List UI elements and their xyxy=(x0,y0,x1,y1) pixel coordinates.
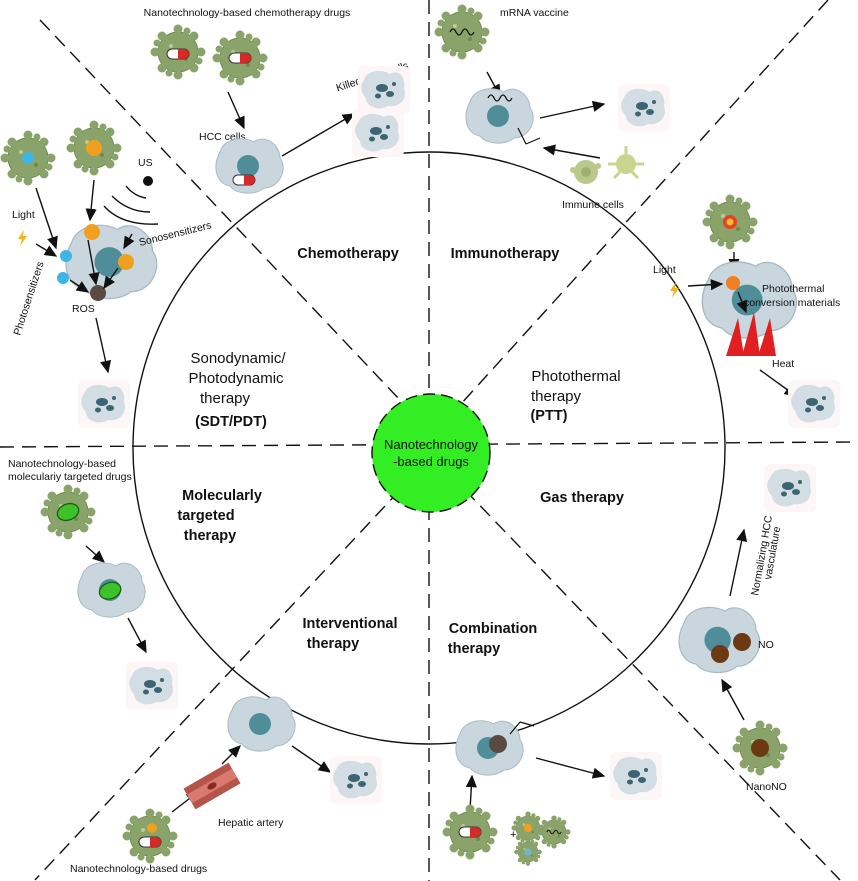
chemotherapy-illustration: Nanotechnology-based chemotherapy drugs … xyxy=(144,7,410,194)
killed-cell xyxy=(618,84,670,132)
hcc-cell xyxy=(215,138,284,194)
center-label-line1: Nanotechnology xyxy=(384,437,478,452)
therapy-wheel-circle xyxy=(132,151,726,745)
label-molecular-line1: Molecularly xyxy=(182,488,262,504)
label-mrna-vaccine: mRNA vaccine xyxy=(500,7,569,19)
label-combination-line1: Combination xyxy=(449,621,538,637)
mrna-nanoparticle xyxy=(434,4,490,60)
killed-cell xyxy=(352,109,404,157)
hcc-cell xyxy=(227,696,296,752)
label-interventional-line2: therapy xyxy=(307,636,359,652)
photothermal-particle xyxy=(726,276,740,290)
label-molecular-line3: therapy xyxy=(184,528,236,544)
small-nanoparticle xyxy=(514,838,542,866)
combination-illustration: + xyxy=(442,720,662,866)
label-immune-cells: Immune cells xyxy=(562,199,624,211)
label-light-left: Light xyxy=(12,209,35,221)
no-particle xyxy=(733,633,751,651)
photosensitizer-particle xyxy=(60,250,72,262)
label-light-right: Light xyxy=(653,264,676,276)
label-interventional-line1: Interventional xyxy=(302,616,397,632)
label-sdt-line4: (SDT/PDT) xyxy=(195,414,267,430)
nanoparticle-photothermal xyxy=(702,194,758,250)
killed-cell xyxy=(358,66,410,114)
label-molecular-drugs-1: Nanotechnology-based xyxy=(8,458,116,470)
nanoparticle-sonosensitizer xyxy=(66,120,122,176)
label-ptt-line3: (PTT) xyxy=(530,408,567,424)
label-chemotherapy: Chemotherapy xyxy=(297,246,399,262)
label-combination-line2: therapy xyxy=(448,641,500,657)
sdt-pdt-illustration: US Light Sonosensitizers Photosensitizer… xyxy=(0,120,213,428)
label-gas-therapy: Gas therapy xyxy=(540,490,624,506)
killed-cell xyxy=(788,380,840,428)
label-ptt-line2: therapy xyxy=(531,388,582,405)
killed-cell xyxy=(126,662,178,710)
light-bolt-icon xyxy=(670,282,679,298)
hcc-cell-mrna xyxy=(465,88,541,145)
label-molecular-line2: targeted xyxy=(177,508,234,524)
label-sdt-line1: Sonodynamic/ xyxy=(190,350,286,367)
small-nanoparticle-mrna xyxy=(537,815,571,849)
label-photothermal-1: Photothermal xyxy=(762,283,824,295)
killed-cell xyxy=(78,380,130,428)
diagonal-ne xyxy=(459,0,829,406)
label-no: NO xyxy=(758,639,774,651)
label-plus: + xyxy=(510,829,516,841)
center-hub: Nanotechnology -based drugs xyxy=(371,393,491,513)
killed-cell xyxy=(610,752,662,800)
label-us: US xyxy=(138,157,153,169)
heat-icon xyxy=(726,312,776,356)
label-sdt-line3: therapy xyxy=(200,390,251,407)
nanoparticle-photosensitizer xyxy=(0,130,56,186)
nanoparticle-targeted xyxy=(40,484,96,540)
light-bolt-icon xyxy=(18,230,27,246)
gas-illustration: NanoNO NO Normalizing HCC vasculature xyxy=(678,464,816,793)
label-sdt-line2: Photodynamic xyxy=(188,370,284,387)
label-hepatic-artery: Hepatic artery xyxy=(218,817,284,829)
photosensitizer-particle xyxy=(57,272,69,284)
ultrasound-source-icon xyxy=(143,176,153,186)
immune-cell xyxy=(608,146,644,180)
label-nano-chemo-drugs: Nanotechnology-based chemotherapy drugs xyxy=(144,7,351,19)
killed-cell xyxy=(330,756,382,804)
label-nano-drugs: Nanotechnology-based drugs xyxy=(70,863,207,875)
immunotherapy-illustration: mRNA vaccine Immune cells xyxy=(434,4,670,211)
diagonal-nw xyxy=(39,19,401,401)
diagonal-sw xyxy=(34,489,401,881)
label-photothermal-2: conversion materials xyxy=(744,297,840,309)
nanoparticle-capsule xyxy=(150,24,206,80)
label-ptt-line1: Photothermal xyxy=(531,368,620,385)
label-ros: ROS xyxy=(72,303,95,315)
nanoparticle-capsule xyxy=(442,804,498,860)
label-nanono: NanoNO xyxy=(746,781,787,793)
sonosensitizer-particle xyxy=(84,224,100,240)
no-particle xyxy=(711,645,729,663)
ptt-illustration: Light Photothermal conversion materials … xyxy=(653,194,840,428)
diagonal-se xyxy=(464,489,841,881)
center-label-line2: -based drugs xyxy=(393,454,469,469)
immune-cell xyxy=(570,160,601,184)
interventional-illustration: Nanotechnology-based drugs Hepatic arter… xyxy=(70,696,382,875)
label-photosensitizers: Photosensitizers xyxy=(11,260,46,337)
nanoparticle-no xyxy=(732,720,788,776)
small-nanoparticle xyxy=(511,811,545,845)
nanoparticle-capsule xyxy=(122,808,178,864)
label-molecular-drugs-2: moleculariy targeted drugs xyxy=(8,471,132,483)
sonosensitizer-particle xyxy=(118,254,134,270)
molecular-illustration: Nanotechnology-based moleculariy targete… xyxy=(8,458,178,710)
hcc-cell-targeted xyxy=(77,562,146,618)
ros-particle xyxy=(90,285,106,301)
hcc-cell-combination xyxy=(455,720,535,776)
label-heat: Heat xyxy=(772,358,794,370)
label-immunotherapy: Immunotherapy xyxy=(451,246,560,262)
hepatic-artery-icon xyxy=(183,762,241,810)
killed-cell xyxy=(764,464,816,512)
nanoparticle-capsule xyxy=(212,30,268,86)
